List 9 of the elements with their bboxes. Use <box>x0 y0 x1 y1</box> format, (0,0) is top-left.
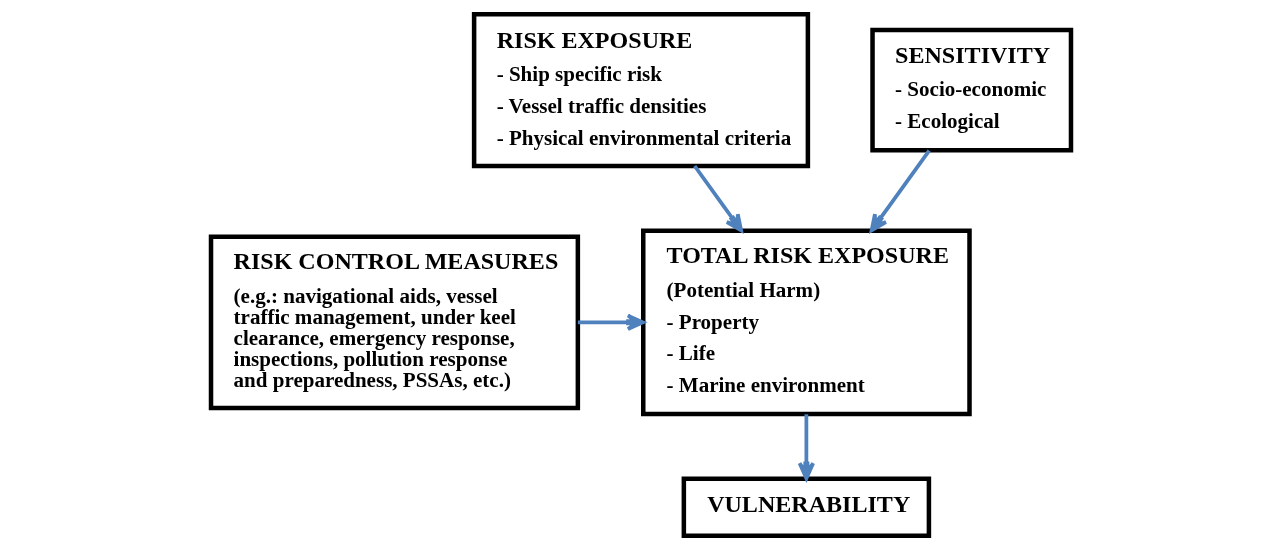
node-box: RISK CONTROL MEASURES (e.g.: navigational aids, vessel traffic management, under keel clearance, emergency response, inspections, pollution response and preparedness, PSSAs, etc.) <box>208 234 581 411</box>
node-box: RISK EXPOSURE - Ship specific risk - Vessel traffic densities - Physical environmental criteria <box>471 11 811 169</box>
arrow <box>797 414 815 481</box>
node-box: TOTAL RISK EXPOSURE (Potential Harm) - Property - Life - Marine environment <box>641 228 972 417</box>
arrow <box>869 149 931 233</box>
node-box: SENSITIVITY - Socio-economic - Ecological <box>870 27 1074 153</box>
arrow <box>577 313 645 331</box>
arrow <box>693 164 743 233</box>
node-box: VULNERABILITY <box>681 476 932 539</box>
